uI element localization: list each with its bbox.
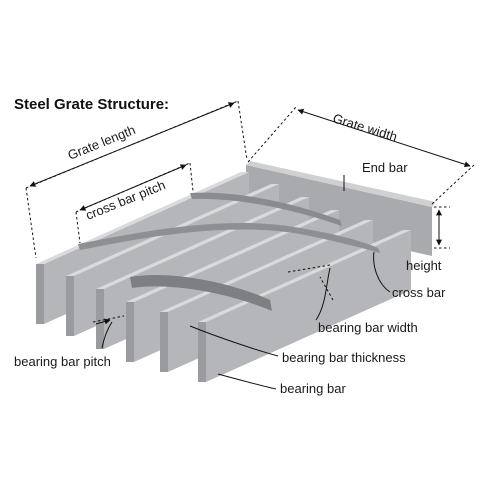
cross-bar-back <box>190 192 342 226</box>
diagram-title: Steel Grate Structure: <box>14 96 169 113</box>
bearing-bar-front <box>160 312 168 372</box>
bearing-bar-width-dimension <box>287 264 334 301</box>
bearing-bar-width-leader <box>315 267 331 321</box>
grate-width-label: Grate width <box>331 111 399 145</box>
bearing-bar-front <box>96 289 104 349</box>
bearing-bars <box>36 172 411 382</box>
bearing-bar-thickness-label: bearing bar thickness <box>282 350 406 365</box>
end-bar-top <box>246 161 436 207</box>
bearing-bar-thickness-leader <box>189 325 279 357</box>
cross-bar-label: cross bar <box>392 285 446 300</box>
bearing-bar-pitch-dimension <box>92 315 125 325</box>
bearing-bar-top <box>96 197 309 289</box>
bearing-bar-leader <box>217 373 277 390</box>
bearing-bar-front <box>198 322 206 382</box>
end-bar-label: End bar <box>362 160 408 175</box>
bearing-bar-width-label: bearing bar width <box>318 320 418 335</box>
grate-length-dimension <box>25 100 248 259</box>
height-label: height <box>406 258 442 273</box>
cross-bar <box>78 223 380 253</box>
grate-width-dimension <box>247 106 475 205</box>
cross-bar-leader <box>373 251 391 293</box>
bearing-bar-front <box>66 276 74 336</box>
bearing-bar-front <box>126 302 134 362</box>
bearing-bar-front <box>36 264 44 324</box>
bearing-bar-pitch-leader <box>101 321 113 349</box>
grate-body <box>36 161 436 382</box>
bearing-bar-label: bearing bar <box>280 381 346 396</box>
height-dimension <box>434 206 450 249</box>
bearing-bar-side <box>206 230 411 382</box>
cross-bar-front <box>130 274 272 311</box>
cross-bar-pitch-dimension <box>75 162 194 244</box>
bearing-bar-pitch-label: bearing bar pitch <box>14 354 111 369</box>
